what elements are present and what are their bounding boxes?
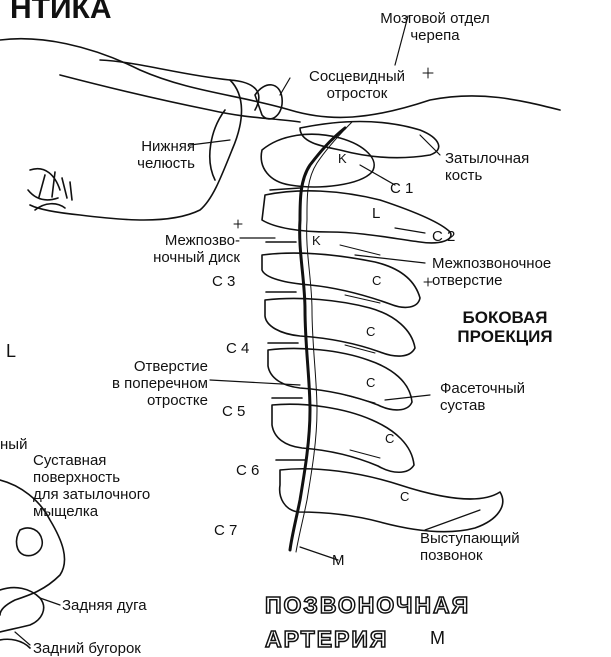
label-c1: C 1 bbox=[390, 180, 413, 197]
star-mark bbox=[423, 68, 433, 78]
label-articular-surface: Суставная поверхность для затылочного мы… bbox=[33, 452, 150, 520]
label-facet-joint: Фасеточный сустав bbox=[440, 380, 525, 414]
mandible-ramus bbox=[210, 110, 225, 180]
atlas-fragment-inner bbox=[17, 528, 43, 556]
label-edge-fragment: ный bbox=[0, 436, 27, 453]
star-mark bbox=[234, 220, 242, 228]
marker-c-c4: C bbox=[366, 323, 375, 340]
label-cranium: Мозговой отдел черепа bbox=[360, 10, 510, 44]
marker-c-c3: C bbox=[372, 272, 381, 289]
label-mandible: Нижняя челюсть bbox=[105, 138, 195, 172]
label-c4: C 4 bbox=[226, 340, 249, 357]
label-disc: Межпозво- ночный диск bbox=[130, 232, 240, 266]
marker-l-c2: L bbox=[372, 205, 380, 222]
label-transverse-foramen: Отверстие в поперечном отростке bbox=[80, 358, 208, 409]
marker-c-c5: C bbox=[366, 374, 375, 391]
title-fragment: НТИКА bbox=[10, 0, 112, 24]
vertebra-c4 bbox=[265, 298, 415, 356]
label-mastoid: Сосцевидный отросток bbox=[292, 68, 422, 102]
label-lateral-projection: БОКОВАЯ ПРОЕКЦИЯ bbox=[430, 308, 580, 346]
artery-title-2: АРТЕРИЯ bbox=[265, 626, 388, 652]
teeth bbox=[28, 169, 72, 210]
vertebra-c1 bbox=[261, 134, 374, 187]
star-mark bbox=[424, 278, 432, 286]
marker-c-c6: C bbox=[385, 430, 394, 447]
marker-l-left: L bbox=[6, 343, 16, 360]
label-c2: C 2 bbox=[432, 228, 455, 245]
label-c5: C 5 bbox=[222, 403, 245, 420]
artery-tag: M bbox=[332, 552, 345, 569]
label-posterior-arch: Задняя дуга bbox=[62, 597, 147, 614]
skull-inner-line bbox=[60, 75, 300, 122]
label-vertebra-prominens: Выступающий позвонок bbox=[420, 530, 520, 564]
label-c3: C 3 bbox=[212, 273, 235, 290]
label-occipital: Затылочная кость bbox=[445, 150, 529, 184]
vertebra-c5 bbox=[268, 348, 412, 409]
label-posterior-tubercle: Задний бугорок bbox=[33, 640, 141, 657]
marker-c-c7: C bbox=[400, 488, 409, 505]
skull-outline bbox=[0, 39, 560, 118]
marker-k-c1: K bbox=[338, 150, 347, 167]
artery-marker: М bbox=[430, 630, 445, 647]
vertebra-c7 bbox=[280, 469, 503, 532]
marker-k-c2: K bbox=[312, 232, 321, 249]
artery-title-1: ПОЗВОНОЧНАЯ bbox=[265, 592, 470, 618]
label-c7: C 7 bbox=[214, 522, 237, 539]
label-c6: C 6 bbox=[236, 462, 259, 479]
label-foramen: Межпозвоночное отверстие bbox=[432, 255, 551, 289]
vertebra-c2 bbox=[262, 191, 451, 243]
